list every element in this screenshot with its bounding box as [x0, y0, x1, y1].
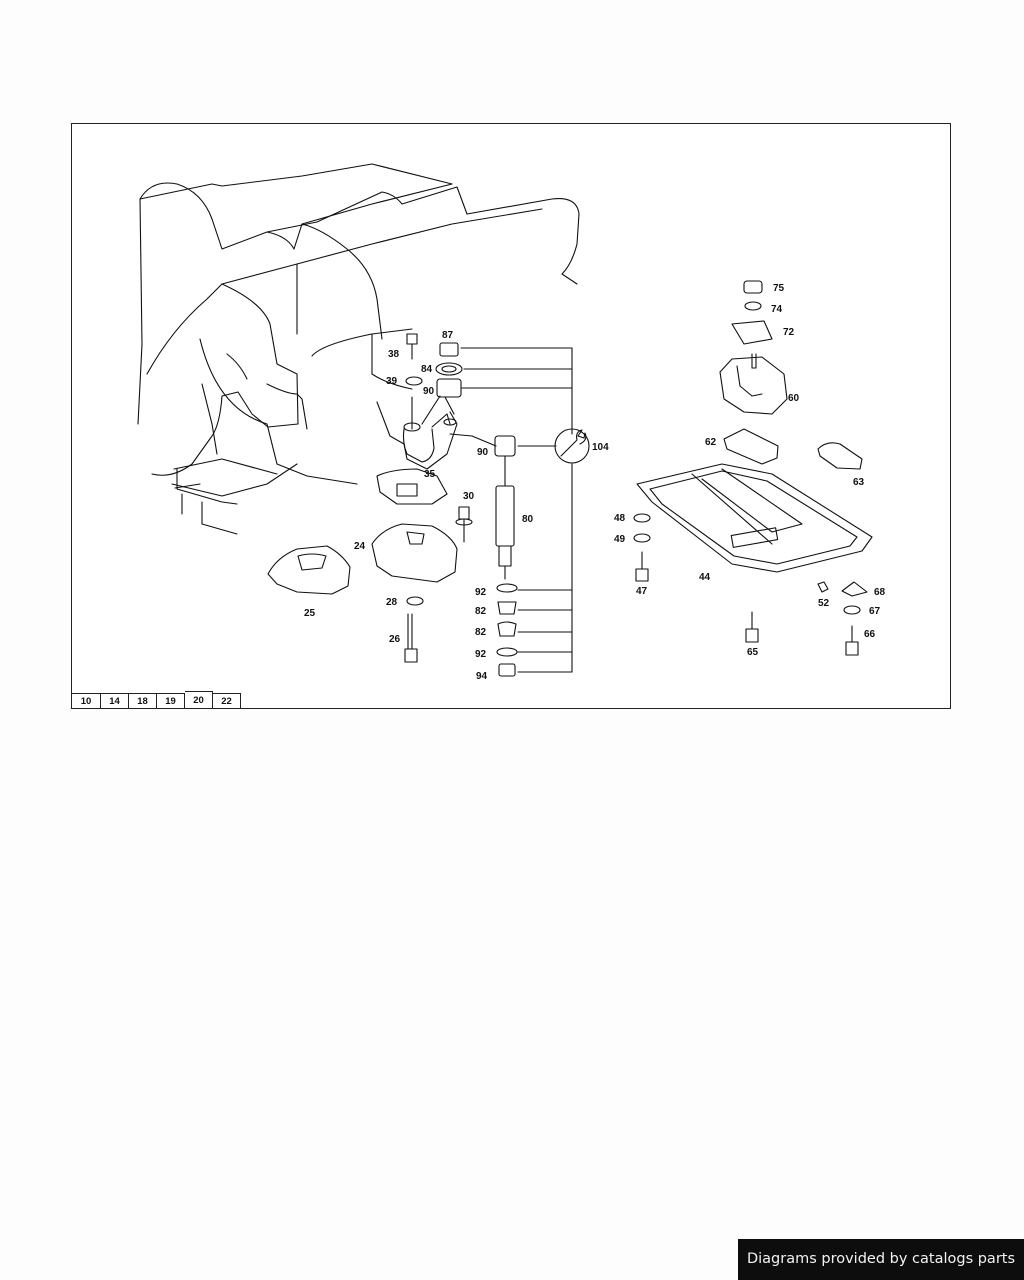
callout-39: 39 [386, 376, 398, 387]
section-tab-18[interactable]: 18 [129, 693, 157, 708]
callout-80: 80 [522, 514, 534, 525]
part-63-pad [817, 442, 863, 470]
exploded-parts-drawing: 24 25 26 28 30 35 38 39 44 47 48 49 52 6… [137, 163, 886, 682]
part-38-bolt [406, 333, 418, 360]
callout-92-lower: 92 [475, 649, 487, 660]
callout-67: 67 [869, 606, 881, 617]
part-74-washer [744, 301, 762, 311]
callout-84: 84 [421, 364, 433, 375]
part-25-mount [267, 545, 351, 595]
callout-74: 74 [771, 304, 783, 315]
part-75-nut [743, 280, 763, 294]
callout-49: 49 [614, 534, 626, 545]
part-72-plate [731, 320, 773, 345]
engine-bracket-assembly [376, 401, 458, 470]
callout-47: 47 [636, 586, 648, 597]
callout-63: 63 [853, 477, 865, 488]
part-49-washer [633, 533, 651, 543]
parts-diagram-frame: 24 25 26 28 30 35 38 39 44 47 48 49 52 6… [71, 123, 951, 709]
part-24-mount [371, 523, 458, 583]
part-60-mount [719, 353, 788, 415]
part-67-washer [843, 605, 861, 615]
callout-82-upper: 82 [475, 606, 487, 617]
callout-38: 38 [388, 349, 400, 360]
engine-block-illustration [137, 163, 580, 535]
callout-52: 52 [818, 598, 830, 609]
wrench-icon [554, 428, 590, 464]
callout-62: 62 [705, 437, 717, 448]
callout-92-upper: 92 [475, 587, 487, 598]
callout-82-lower: 82 [475, 627, 487, 638]
callout-66: 66 [864, 629, 876, 640]
lower-bushing-stack [496, 583, 518, 677]
callout-labels: 24 25 26 28 30 35 38 39 44 47 48 49 52 6… [304, 283, 886, 682]
section-tab-22[interactable]: 22 [213, 693, 241, 708]
callout-26: 26 [389, 634, 401, 645]
callout-94: 94 [476, 671, 488, 682]
callout-25: 25 [304, 608, 316, 619]
section-tabs: 10 14 18 19 20 22 [72, 691, 241, 708]
callout-44: 44 [699, 572, 711, 583]
part-26-bolt [404, 613, 418, 663]
callout-68: 68 [874, 587, 886, 598]
section-tab-10[interactable]: 10 [72, 693, 101, 708]
part-80-shock-absorber [494, 435, 516, 580]
callout-65: 65 [747, 647, 759, 658]
part-62-pad [723, 428, 779, 465]
part-39-washer [405, 376, 423, 386]
part-30-bolt [455, 506, 473, 543]
part-66-bolt [845, 625, 859, 656]
upper-bushing-stack [435, 342, 463, 398]
callout-28: 28 [386, 597, 398, 608]
part-48-washer [633, 513, 651, 523]
callout-60: 60 [788, 393, 800, 404]
callout-90-upper: 90 [423, 386, 435, 397]
callout-72: 72 [783, 327, 795, 338]
callout-75: 75 [773, 283, 785, 294]
part-44-crossmember [636, 463, 873, 573]
callout-30: 30 [463, 491, 475, 502]
callout-48: 48 [614, 513, 626, 524]
credit-banner: Diagrams provided by catalogs parts [738, 1239, 1024, 1280]
section-tab-14[interactable]: 14 [101, 693, 129, 708]
section-tab-20[interactable]: 20 [185, 691, 213, 708]
part-28-washer [406, 596, 424, 606]
leader-lines [411, 347, 573, 673]
part-47-bolt [635, 551, 649, 582]
part-52-clip [817, 581, 829, 593]
callout-104: 104 [592, 442, 609, 453]
callout-87: 87 [442, 330, 454, 341]
part-68-bracket [841, 581, 868, 597]
callout-24: 24 [354, 541, 366, 552]
callout-90-lower: 90 [477, 447, 489, 458]
section-tab-19[interactable]: 19 [157, 693, 185, 708]
callout-35: 35 [424, 469, 436, 480]
part-65-bolt [745, 611, 759, 643]
part-35-plate [376, 468, 448, 505]
